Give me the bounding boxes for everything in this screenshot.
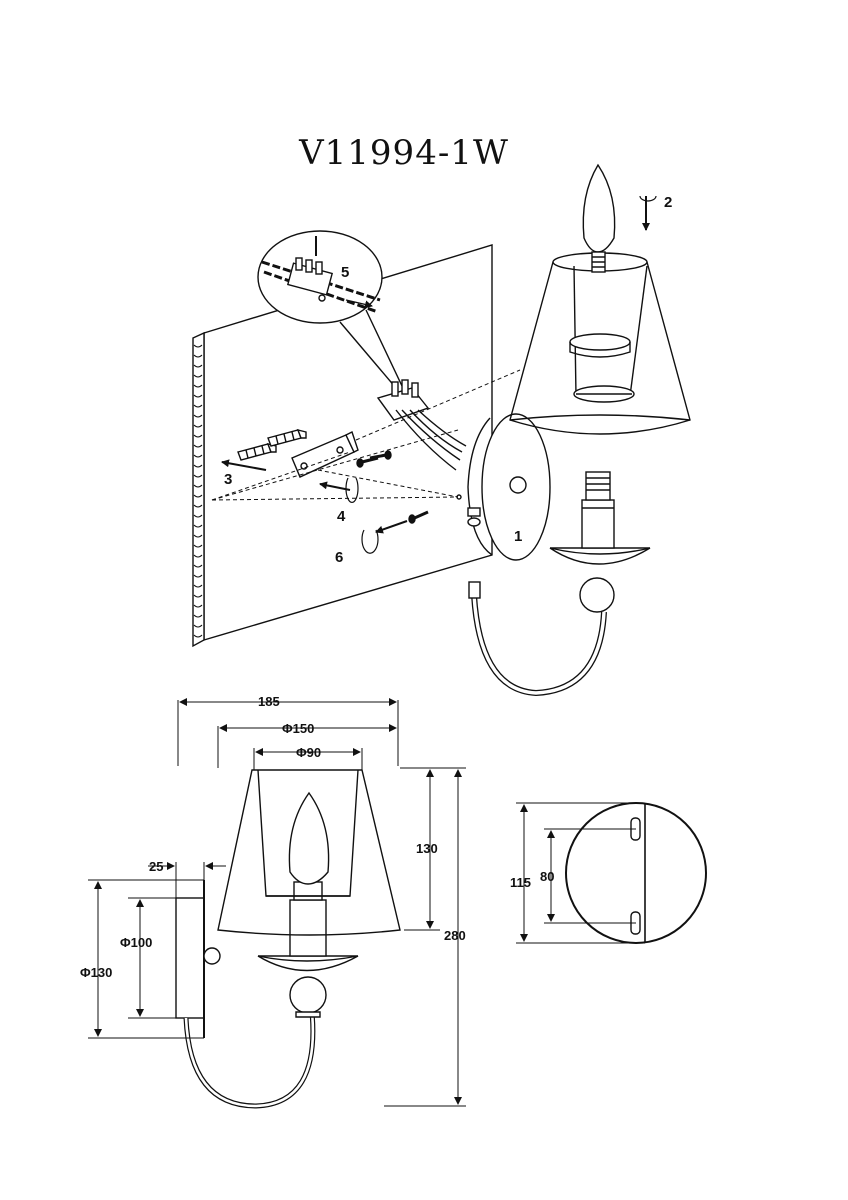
dim-shade-top-90: Φ90 <box>296 745 321 760</box>
wall-plugs <box>237 428 307 461</box>
dim-shade-bottom-150: Φ150 <box>282 721 314 736</box>
dim-width-185: 185 <box>258 694 280 709</box>
dimension-lines <box>88 698 466 1107</box>
wall-texture <box>193 344 203 638</box>
side-view <box>175 769 401 1109</box>
step-label-1: 1 <box>514 528 522 545</box>
dimension-labels: 185 Φ150 Φ90 25 130 280 Φ100 Φ130 115 80 <box>80 694 554 980</box>
step-label-2: 2 <box>664 194 672 211</box>
lamp-arm <box>468 471 651 697</box>
model-title: V11994-1W <box>299 133 509 173</box>
dim-base-130: Φ130 <box>80 965 112 980</box>
canopy-disc <box>456 413 551 561</box>
dim-base-100: Φ100 <box>120 935 152 950</box>
dim-holes-80: 80 <box>540 869 554 884</box>
exploded-view <box>192 163 691 697</box>
dim-offset-25: 25 <box>149 859 163 874</box>
dim-plate-115: 115 <box>510 875 531 890</box>
step-label-group: 1 2 3 4 5 6 <box>224 194 672 566</box>
dim-shade-height-130: 130 <box>416 841 438 856</box>
back-plate-view <box>516 802 707 944</box>
dim-total-height-280: 280 <box>444 928 466 943</box>
alignment-lines <box>211 369 521 501</box>
step-label-4: 4 <box>337 508 346 525</box>
step-label-3: 3 <box>224 471 232 488</box>
candle-bulb <box>582 163 616 273</box>
screws <box>356 450 429 524</box>
lamp-shade <box>509 252 691 435</box>
step-label-6: 6 <box>335 549 343 566</box>
step-label-5: 5 <box>341 264 349 281</box>
terminal-detail-callout <box>257 230 403 389</box>
